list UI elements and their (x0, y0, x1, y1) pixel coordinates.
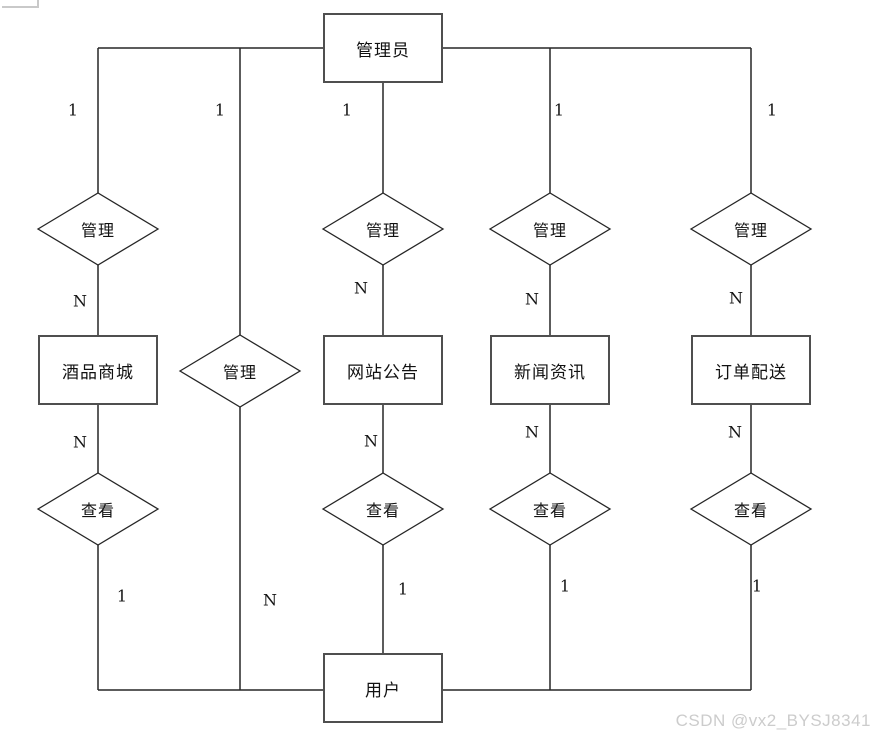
entity-box-site-notice: 网站公告 (323, 335, 443, 405)
cardinality-label: 1 (397, 579, 409, 599)
relationship-diamond-view-1 (36, 472, 160, 546)
cardinality-label: 1 (559, 576, 571, 596)
entity-box-user: 用户 (323, 653, 443, 723)
cardinality-label: N (729, 288, 743, 308)
cardinality-label: N (728, 422, 742, 442)
relationship-diamond-manage-3 (321, 192, 445, 266)
manage-label-3: 管理 (365, 221, 401, 240)
cardinality-label: N (525, 422, 539, 442)
view-label-3: 查看 (365, 501, 401, 520)
cardinality-label: 1 (214, 100, 226, 120)
relationship-diamond-view-3 (321, 472, 445, 546)
relationship-diamond-manage-5 (689, 192, 813, 266)
relationship-diamond-manage-2 (178, 334, 302, 408)
manage-label-4: 管理 (532, 221, 568, 240)
cardinality-label: N (263, 590, 277, 610)
cardinality-label: N (354, 278, 368, 298)
entity-box-news: 新闻资讯 (490, 335, 610, 405)
entity-box-admin: 管理员 (323, 13, 443, 83)
cardinality-label: 1 (116, 586, 128, 606)
entity-box-order-delivery: 订单配送 (691, 335, 811, 405)
relationship-diamond-view-5 (689, 472, 813, 546)
view-label-5: 查看 (733, 501, 769, 520)
cardinality-label: 1 (553, 100, 565, 120)
cardinality-label: N (73, 291, 87, 311)
manage-label-2: 管理 (222, 363, 258, 382)
relationship-diamond-manage-4 (488, 192, 612, 266)
cardinality-label: 1 (766, 100, 778, 120)
cardinality-label: 1 (341, 100, 353, 120)
relationship-diamond-view-4 (488, 472, 612, 546)
view-label-4: 查看 (532, 501, 568, 520)
cardinality-label: 1 (67, 100, 79, 120)
cardinality-label: N (73, 432, 87, 452)
screenshot-edge-artifact (2, 0, 39, 8)
view-label-1: 查看 (80, 501, 116, 520)
cardinality-label: 1 (751, 576, 763, 596)
entity-box-wine-mall: 酒品商城 (38, 335, 158, 405)
cardinality-label: N (525, 289, 539, 309)
relationship-diamond-manage-1 (36, 192, 160, 266)
csdn-watermark: CSDN @vx2_BYSJ8341 (675, 711, 871, 730)
manage-label-1: 管理 (80, 221, 116, 240)
manage-label-5: 管理 (733, 221, 769, 240)
cardinality-label: N (364, 431, 378, 451)
